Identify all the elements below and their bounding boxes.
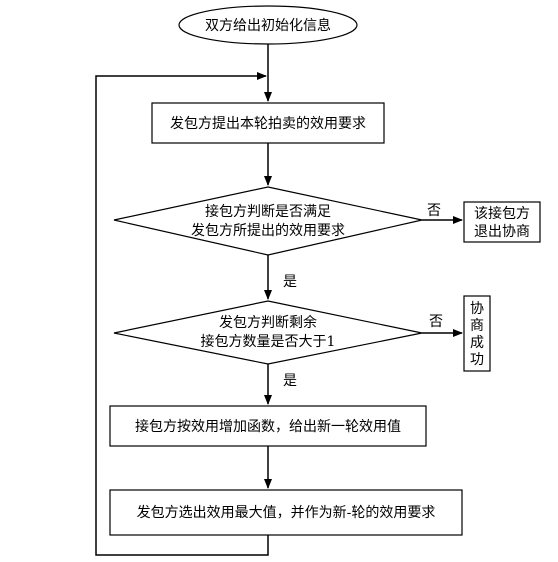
exit2-box <box>463 295 491 372</box>
exit2-char-1: 协 <box>470 301 484 317</box>
step2-label: 接包方按效用增加函数，给出新一轮效用值 <box>135 418 401 435</box>
exit2-char-4: 功 <box>470 352 484 368</box>
exit1-line2: 退出协商 <box>474 224 530 240</box>
decision2-no-label: 否 <box>429 314 443 330</box>
decision1-line1: 接包方判断是否满足 <box>205 203 331 220</box>
step3-label: 发包方选出效用最大值，并作为新-轮的效用要求 <box>137 505 436 521</box>
exit2-char-3: 成 <box>470 335 484 351</box>
decision1-line2: 发包方所提出的效用要求 <box>191 223 345 239</box>
decision1-no-label: 否 <box>427 203 441 219</box>
decision2-line1: 发包方判断剩余 <box>219 314 317 331</box>
step2-box <box>109 405 427 447</box>
decision1-yes-label: 是 <box>283 274 297 290</box>
decision2-diamond <box>113 300 423 365</box>
exit1-line1: 该接包方 <box>474 205 530 222</box>
start-label: 双方给出初始化信息 <box>205 17 331 34</box>
exit1-box <box>463 201 541 243</box>
loop-back-arrow <box>95 72 269 556</box>
decision1-diamond <box>113 186 423 256</box>
decision2-line2: 接包方数量是否大于1 <box>201 333 336 350</box>
exit2-char-2: 商 <box>470 318 484 334</box>
step1-label: 发包方提出本轮拍卖的效用要求 <box>170 116 366 132</box>
step1-box <box>151 102 385 144</box>
step3-box <box>109 489 463 536</box>
decision2-yes-label: 是 <box>283 373 297 389</box>
